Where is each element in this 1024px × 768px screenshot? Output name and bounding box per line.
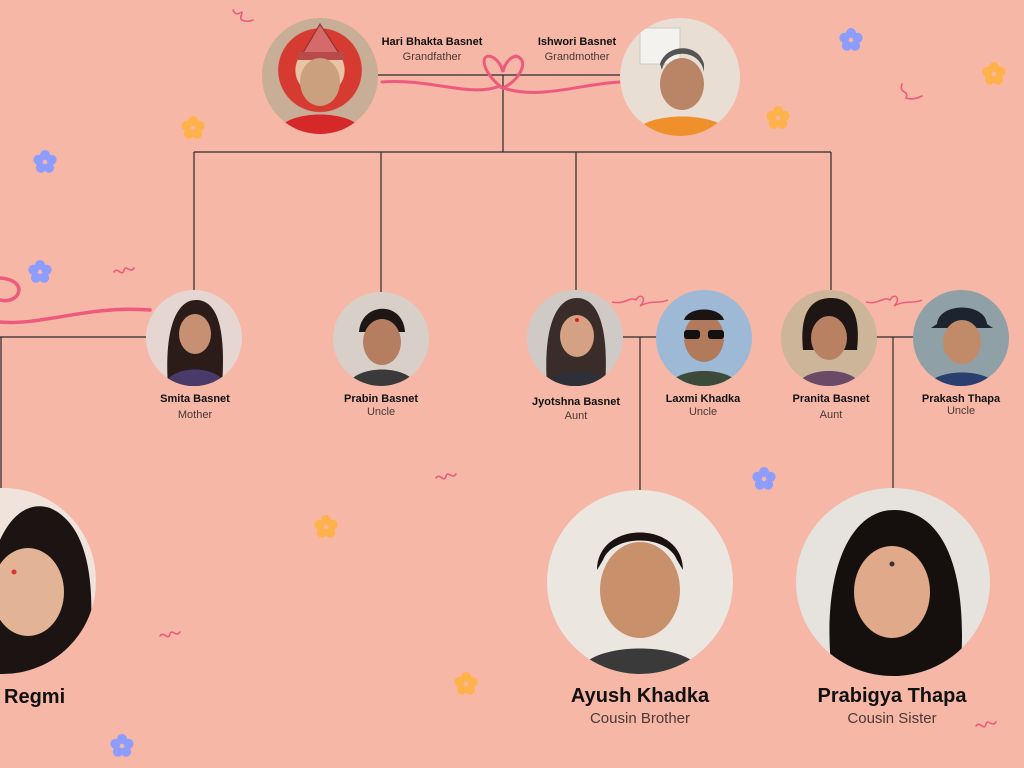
pranita-role: Aunt bbox=[819, 409, 843, 421]
heart-ribbon bbox=[380, 54, 622, 94]
ayush-name: Ayush Khadka bbox=[570, 685, 710, 707]
jyotshna-photo bbox=[527, 290, 623, 386]
laxmi-name: Laxmi Khadka bbox=[665, 393, 741, 405]
flower-icon bbox=[181, 116, 205, 139]
prabigya-role: Cousin Sister bbox=[847, 710, 937, 727]
prabin-name: Prabin Basnet bbox=[344, 393, 418, 405]
flower-icon bbox=[839, 28, 863, 51]
flower-icon bbox=[454, 672, 478, 695]
prabigya-photo bbox=[796, 488, 990, 676]
flower-icon bbox=[752, 467, 776, 490]
grandmother-photo bbox=[620, 18, 740, 136]
prakash-role: Uncle bbox=[946, 405, 976, 417]
prabin-photo bbox=[333, 292, 429, 386]
squiggle-icon bbox=[435, 473, 457, 480]
squiggle-icon bbox=[159, 631, 181, 638]
smita-name: Smita Basnet bbox=[160, 393, 230, 405]
grandfather-role: Grandfather bbox=[402, 51, 462, 63]
prakash-name: Prakash Thapa bbox=[921, 393, 1001, 405]
smita-photo bbox=[146, 290, 242, 386]
flower-icon bbox=[766, 106, 790, 129]
pranita-photo bbox=[781, 290, 877, 386]
flower-icon bbox=[28, 260, 52, 283]
flower-icon bbox=[110, 734, 134, 757]
prabigya-name: Prabigya Thapa bbox=[817, 685, 967, 707]
flower-icon bbox=[982, 62, 1006, 85]
laxmi-role: Uncle bbox=[688, 406, 718, 418]
squiggle-icon bbox=[113, 267, 135, 274]
grandfather-photo bbox=[262, 18, 378, 134]
flower-icon bbox=[314, 515, 338, 538]
jyotshna-name: Jyotshna Basnet bbox=[531, 396, 621, 408]
prakash-photo bbox=[913, 290, 1009, 386]
mother-ribbon bbox=[0, 276, 152, 325]
grandfather-name: Hari Bhakta Basnet bbox=[381, 36, 483, 48]
smita-role: Mother bbox=[177, 409, 213, 421]
squiggle-icon bbox=[232, 9, 254, 22]
squiggle-icon bbox=[900, 83, 923, 100]
small-heart-ribbon-1 bbox=[611, 295, 669, 307]
regmi-name: Regmi bbox=[4, 686, 66, 708]
flower-icon bbox=[33, 150, 57, 173]
ayush-role: Cousin Brother bbox=[589, 710, 691, 727]
squiggle-icon bbox=[975, 721, 997, 728]
laxmi-photo bbox=[656, 290, 752, 386]
ayush-photo bbox=[547, 490, 733, 674]
jyotshna-role: Aunt bbox=[564, 410, 588, 422]
small-heart-ribbon-2 bbox=[865, 295, 923, 307]
grandmother-role: Grandmother bbox=[544, 51, 610, 63]
grandmother-name: Ishwori Basnet bbox=[537, 36, 617, 48]
pranita-name: Pranita Basnet bbox=[792, 393, 870, 405]
prabin-role: Uncle bbox=[366, 406, 396, 418]
